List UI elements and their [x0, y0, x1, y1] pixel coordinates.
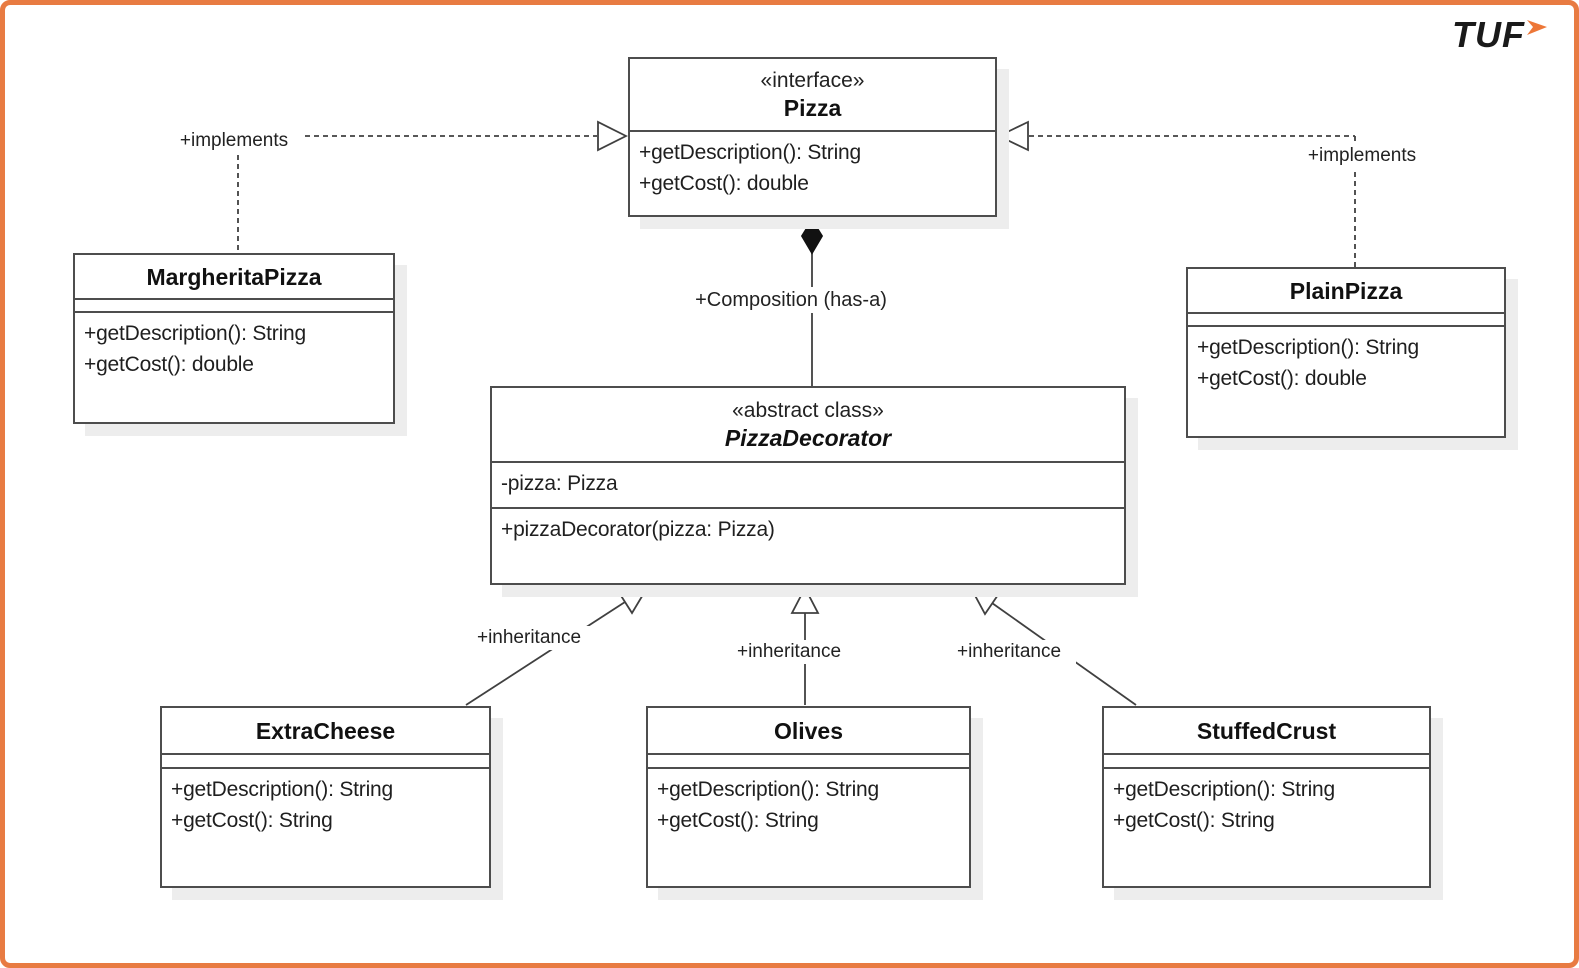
class-methods-compartment: +getDescription(): String +getCost(): do… — [630, 130, 995, 215]
class-box-pizza: «interface» Pizza +getDescription(): Str… — [628, 57, 997, 217]
composition-diamond-icon — [800, 218, 824, 255]
class-method: +getCost(): double — [639, 172, 809, 195]
inheritance-arrowhead-icon — [790, 586, 820, 614]
relationship-label-implements-left: +implements — [168, 129, 300, 153]
class-title-compartment: PlainPizza — [1188, 269, 1504, 312]
class-title-compartment: ExtraCheese — [162, 708, 489, 753]
class-stereotype: «interface» — [760, 68, 865, 92]
class-method: +getDescription(): String — [171, 778, 394, 801]
class-title-compartment: MargheritaPizza — [75, 255, 393, 298]
class-methods-compartment: +getDescription(): String +getCost(): St… — [1104, 767, 1429, 886]
class-method: +getCost(): String — [1113, 809, 1275, 832]
class-method: +getDescription(): String — [84, 322, 307, 345]
class-method: +getDescription(): String — [1113, 778, 1336, 801]
inheritance-arrowhead-icon — [616, 586, 649, 615]
class-box-margherita-pizza: MargheritaPizza +getDescription(): Strin… — [73, 253, 395, 424]
class-attributes-compartment: -pizza: Pizza — [492, 461, 1124, 507]
class-method: +getDescription(): String — [1197, 336, 1420, 359]
relationship-label-inheritance-middle: +inheritance — [722, 640, 856, 664]
class-title-compartment: «abstract class» PizzaDecorator — [492, 388, 1124, 461]
class-name: MargheritaPizza — [146, 263, 322, 290]
relationship-label-inheritance-left: +inheritance — [462, 626, 596, 650]
class-name: PizzaDecorator — [724, 424, 892, 451]
class-method: +pizzaDecorator(pizza: Pizza) — [501, 518, 775, 541]
class-box-olives: Olives +getDescription(): String +getCos… — [646, 706, 971, 888]
tuf-logo-text: TUF — [1452, 14, 1525, 55]
class-title-compartment: «interface» Pizza — [630, 59, 995, 130]
uml-connector-layer — [237, 120, 1356, 706]
class-attributes-compartment — [75, 298, 393, 311]
class-method: +getCost(): double — [1197, 367, 1367, 390]
class-methods-compartment: +getDescription(): String +getCost(): St… — [162, 767, 489, 886]
realization-arrowhead-icon — [996, 120, 1029, 152]
realization-arrowhead-icon — [597, 120, 629, 152]
logo-arrow-icon — [1527, 20, 1547, 35]
class-methods-compartment: +getDescription(): String +getCost(): St… — [648, 767, 969, 886]
relationship-label-composition: +Composition (has-a) — [688, 287, 894, 313]
class-attributes-compartment — [648, 753, 969, 767]
tuf-logo: TUF — [1452, 17, 1548, 53]
class-stereotype: «abstract class» — [732, 398, 884, 422]
class-method: +getDescription(): String — [639, 141, 862, 164]
class-methods-compartment: +pizzaDecorator(pizza: Pizza) — [492, 507, 1124, 583]
class-title-compartment: StuffedCrust — [1104, 708, 1429, 753]
class-attributes-compartment — [1188, 312, 1504, 325]
relationship-label-implements-right: +implements — [1296, 144, 1428, 168]
inheritance-arrowhead-icon — [969, 586, 1002, 616]
class-attribute: -pizza: Pizza — [501, 472, 618, 495]
class-methods-compartment: +getDescription(): String +getCost(): do… — [1188, 325, 1504, 436]
class-methods-compartment: +getDescription(): String +getCost(): do… — [75, 311, 393, 422]
class-name: ExtraCheese — [255, 717, 396, 744]
class-method: +getCost(): double — [84, 353, 254, 376]
class-title-compartment: Olives — [648, 708, 969, 753]
class-attributes-compartment — [162, 753, 489, 767]
class-method: +getDescription(): String — [657, 778, 880, 801]
class-box-pizza-decorator: «abstract class» PizzaDecorator -pizza: … — [490, 386, 1126, 585]
inheritance-line-left — [465, 601, 626, 706]
class-method: +getCost(): String — [171, 809, 333, 832]
class-attributes-compartment — [1104, 753, 1429, 767]
class-name: Olives — [773, 717, 844, 744]
relationship-label-inheritance-right: +inheritance — [942, 640, 1076, 664]
class-name: Pizza — [783, 94, 842, 121]
class-box-plain-pizza: PlainPizza +getDescription(): String +ge… — [1186, 267, 1506, 438]
class-name: StuffedCrust — [1196, 717, 1337, 744]
class-box-stuffed-crust: StuffedCrust +getDescription(): String +… — [1102, 706, 1431, 888]
class-box-extra-cheese: ExtraCheese +getDescription(): String +g… — [160, 706, 491, 888]
class-name: PlainPizza — [1289, 277, 1403, 304]
class-method: +getCost(): String — [657, 809, 819, 832]
